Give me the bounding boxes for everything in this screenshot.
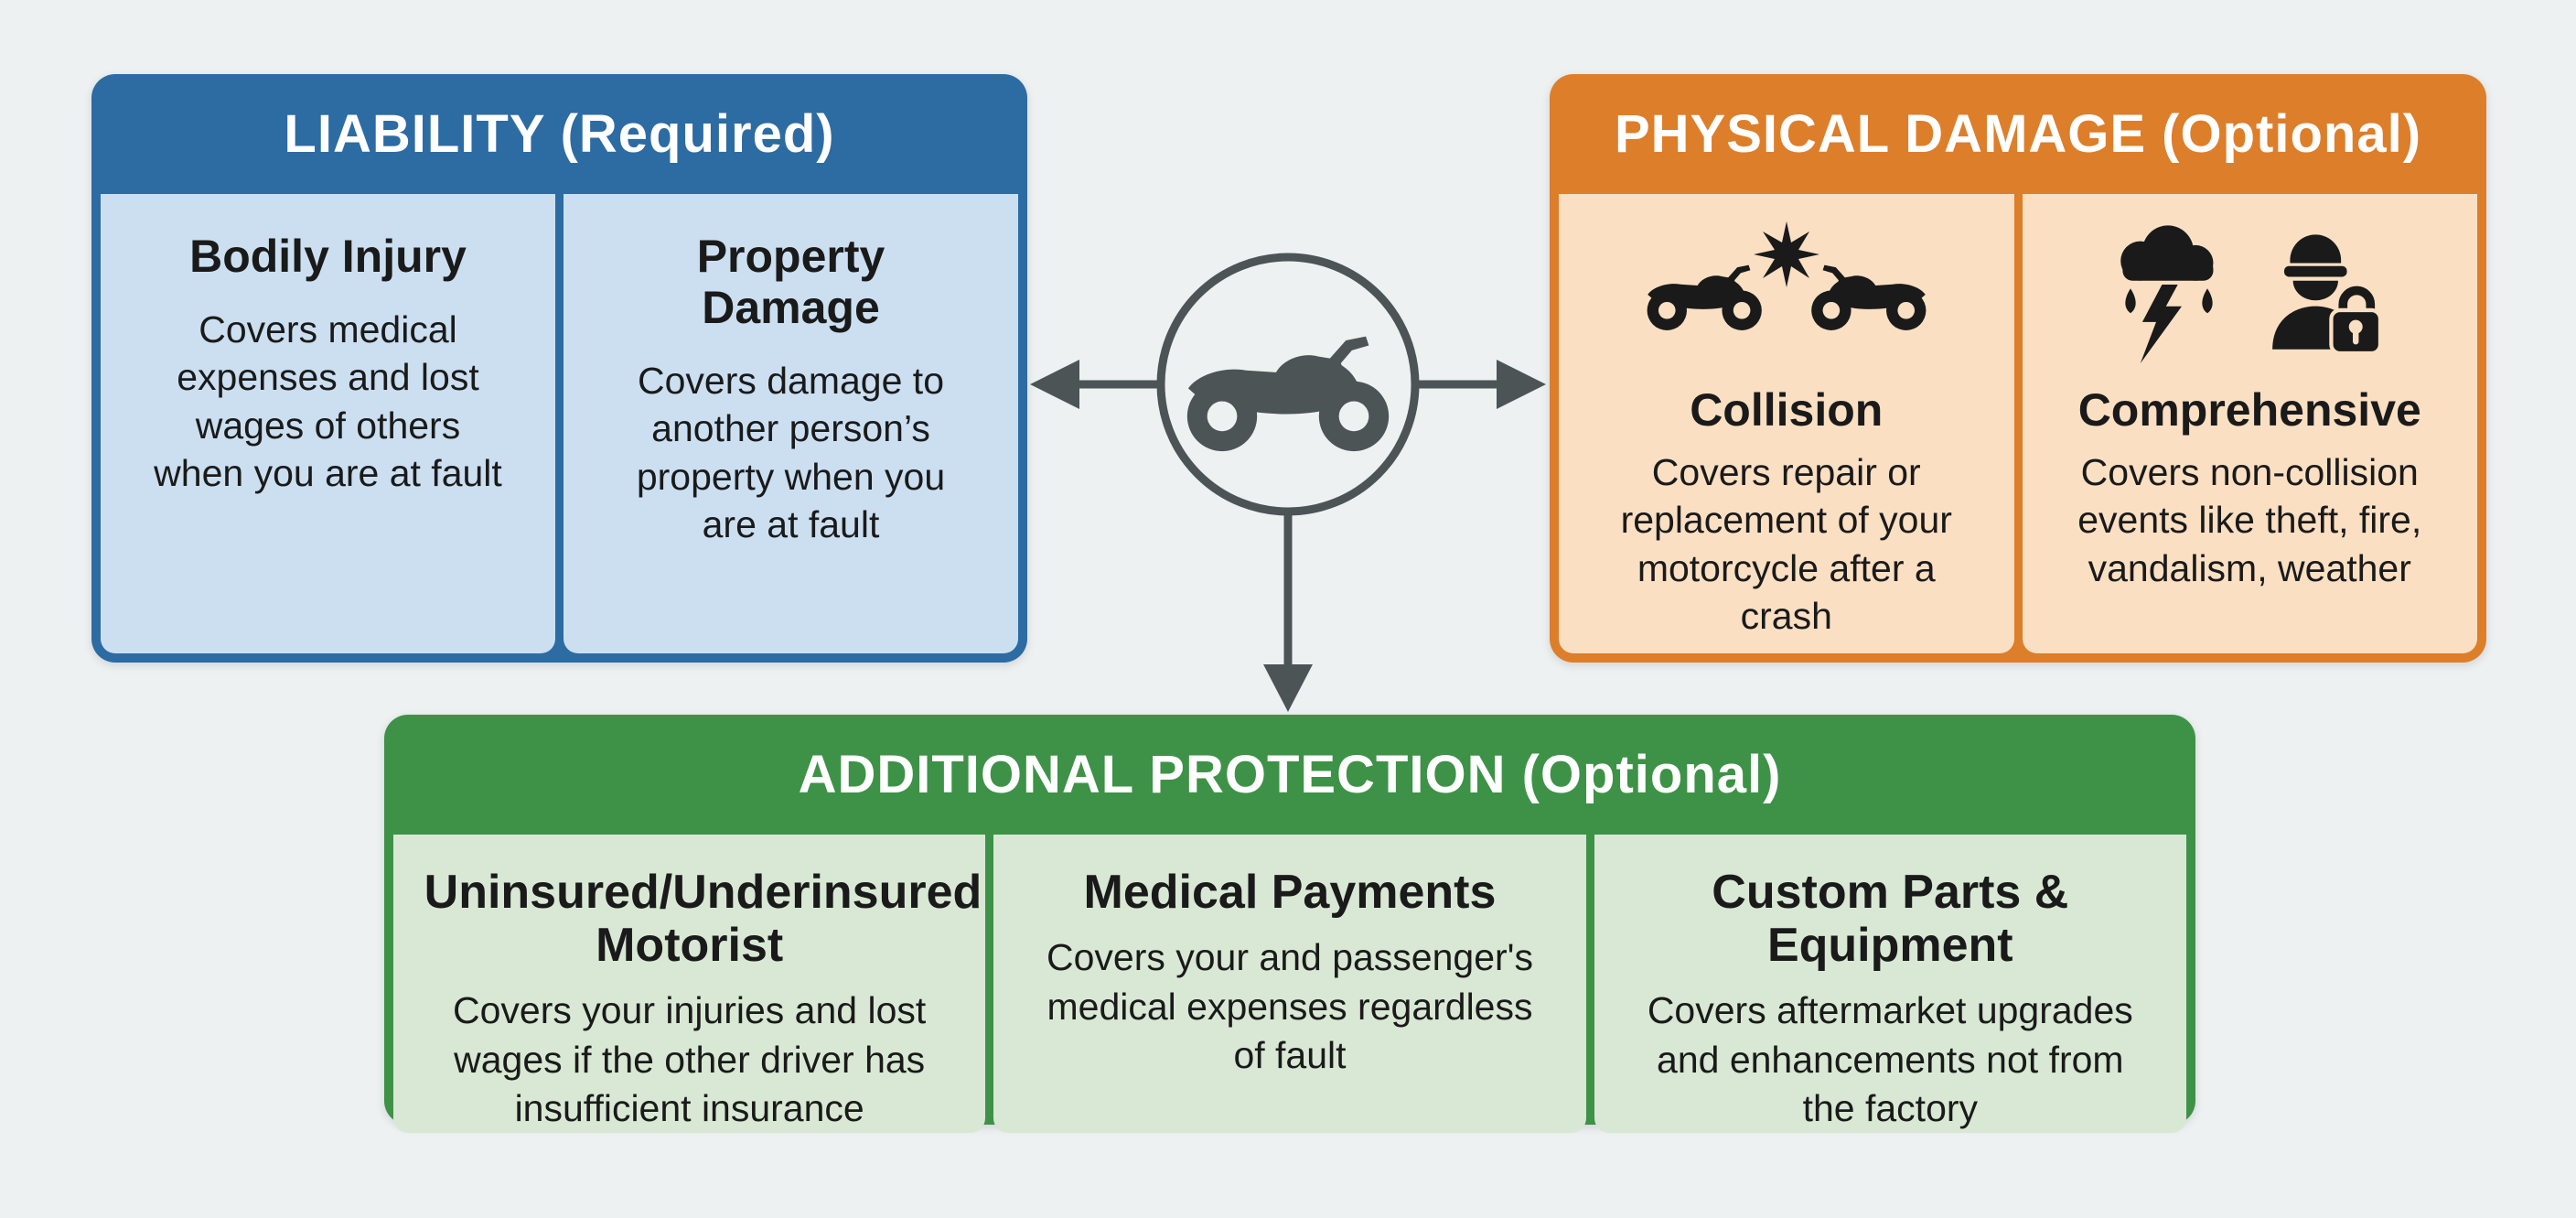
uninsured-motorist-description: Covers your injuries and lost wages if t… [453,989,927,1130]
additional-protection-cells: Uninsured/Underinsured Motorist Covers y… [384,835,2195,1142]
storm-cloud-icon [2120,225,2214,364]
physical-damage-section: PHYSICAL DAMAGE (Optional) [1550,74,2486,663]
motorcycle-crash-icon [1647,221,1927,330]
additional-protection-header: ADDITIONAL PROTECTION (Optional) [798,745,1782,804]
collision-title: Collision [1690,384,1884,436]
property-damage-title: Property Damage [696,231,886,333]
property-damage-description: Covers damage to another person’s proper… [636,360,946,546]
custom-parts-description: Covers aftermarket upgrades and enhancem… [1647,989,2133,1130]
bodily-injury-description: Covers medical expenses and lost wages o… [154,308,502,495]
liability-cells: Bodily Injury Covers medical expenses an… [91,194,1027,663]
uninsured-motorist-cell: Uninsured/Underinsured Motorist Covers y… [393,835,986,1134]
bodily-injury-title: Bodily Injury [189,231,467,282]
additional-protection-section: ADDITIONAL PROTECTION (Optional) Uninsur… [384,715,2195,1134]
liability-header: LIABILITY (Required) [284,104,835,164]
uninsured-motorist-title: Uninsured/Underinsured Motorist [424,866,982,973]
medical-payments-description: Covers your and passenger's medical expe… [1046,936,1533,1076]
arrow-left-head [1030,360,1079,409]
arrow-right-head [1497,360,1546,409]
comprehensive-cell: Comprehensive Covers non-collision event… [2022,194,2477,653]
custom-parts-title: Custom Parts & Equipment [1712,866,2069,973]
medical-payments-title: Medical Payments [1083,866,1497,919]
motorcycle-icon [1186,336,1390,452]
crash-burst-icon [1753,221,1819,287]
liability-section: LIABILITY (Required) Bodily Injury Cover… [91,74,1027,663]
bodily-injury-cell: Bodily Injury Covers medical expenses an… [101,194,555,653]
comprehensive-title: Comprehensive [2077,384,2421,436]
physical-damage-cells: Collision Covers repair or replacement o… [1550,194,2486,663]
arrow-down-head [1263,664,1313,712]
comprehensive-description: Covers non-collision events like theft, … [2077,451,2422,589]
medical-payments-cell: Medical Payments Covers your and passeng… [993,835,1586,1134]
theft-lock-icon [2272,234,2383,356]
property-damage-cell: Property Damage Covers damage to another… [564,194,1018,653]
collision-description: Covers repair or replacement of your mot… [1620,451,1952,638]
collision-cell: Collision Covers repair or replacement o… [1559,194,2014,653]
physical-damage-header: PHYSICAL DAMAGE (Optional) [1614,104,2422,164]
custom-parts-cell: Custom Parts & Equipment Covers aftermar… [1594,835,2186,1134]
